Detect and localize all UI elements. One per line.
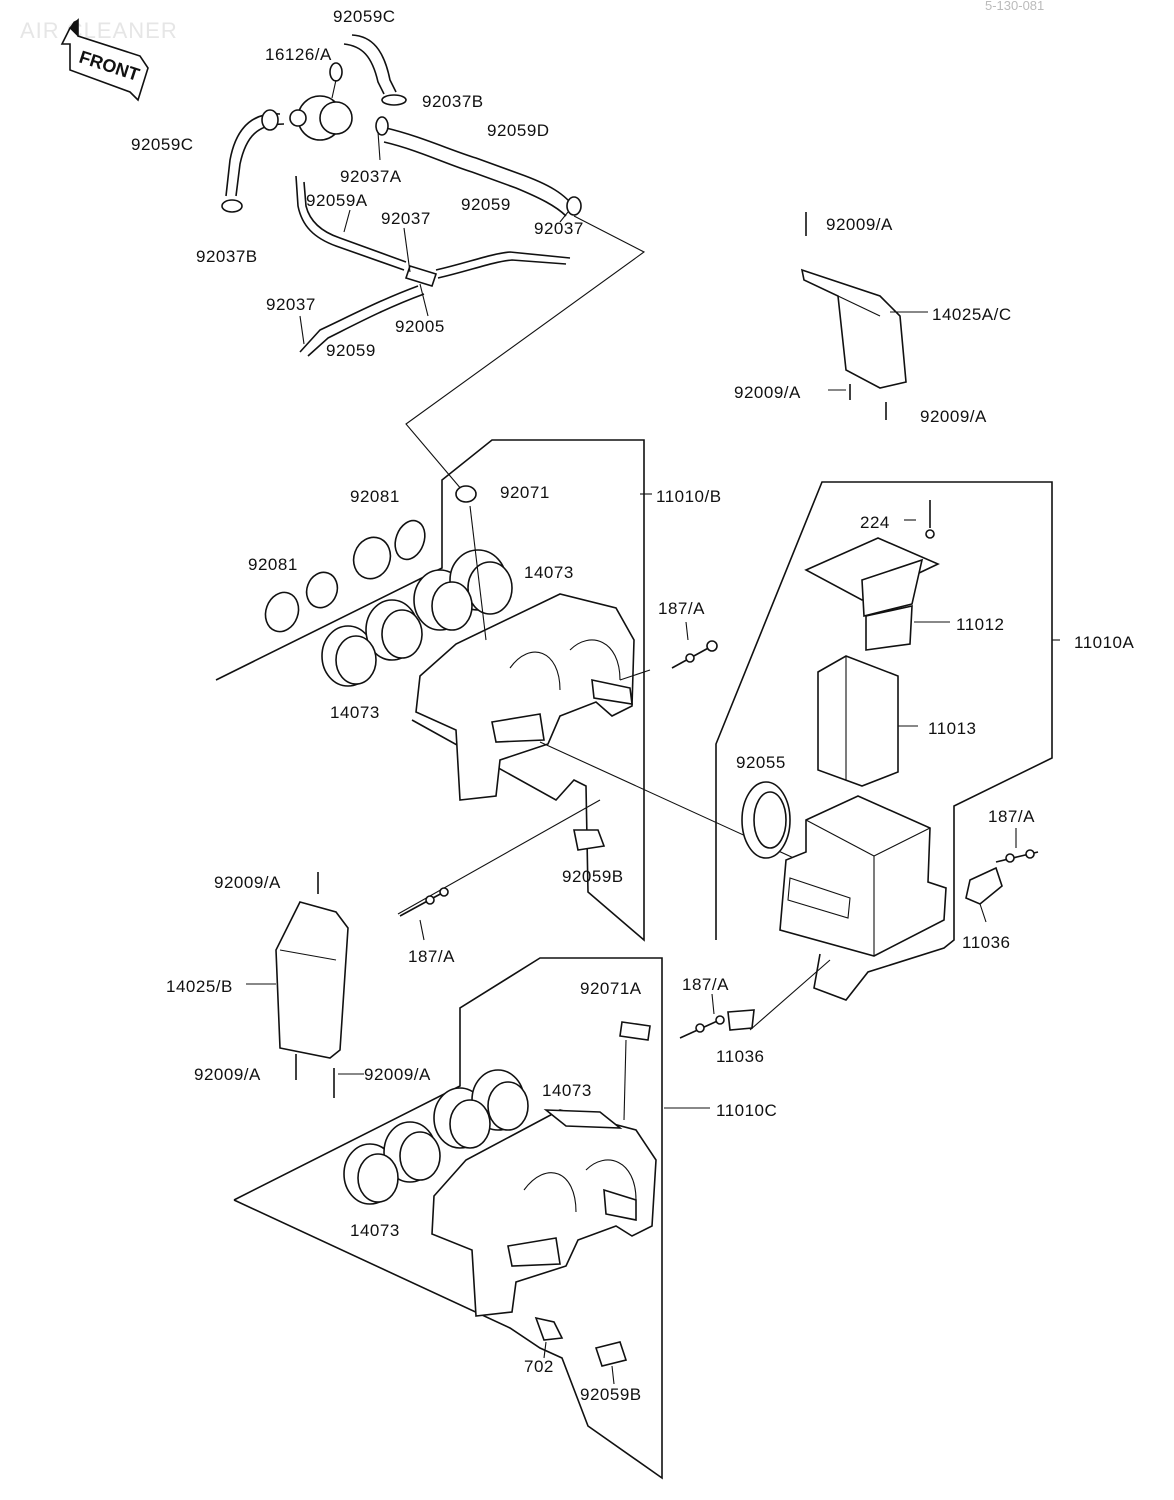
frame-code: 5-130-081: [985, 0, 1044, 13]
label-92009a-5: 92009/A: [194, 1065, 261, 1084]
label-11012: 11012: [956, 615, 1005, 634]
label-14025b: 14025/B: [166, 977, 233, 996]
label-92037-mid: 92037: [381, 209, 431, 228]
label-14073-c: 14073: [542, 1081, 592, 1100]
label-92081-b: 92081: [248, 555, 298, 574]
label-187a-d: 187/A: [682, 975, 729, 994]
label-224: 224: [860, 513, 890, 532]
label-92081-a: 92081: [350, 487, 400, 506]
label-92009a-4: 92009/A: [214, 873, 281, 892]
label-92059d: 92059D: [487, 121, 550, 140]
manifold-11010c: [233, 957, 755, 1480]
label-92009a-3: 92009/A: [920, 407, 987, 426]
label-14073-b: 14073: [330, 703, 380, 722]
label-92009a-2: 92009/A: [734, 383, 801, 402]
label-14073-d: 14073: [350, 1221, 400, 1240]
label-14073-a: 14073: [524, 563, 574, 582]
label-187a-c: 187/A: [408, 947, 455, 966]
label-92009a-1: 92009/A: [826, 215, 893, 234]
label-92059c-left: 92059C: [131, 135, 194, 154]
label-92059-low: 92059: [326, 341, 376, 360]
cover-14025b: [246, 872, 349, 1098]
label-92037-right: 92037: [534, 219, 584, 238]
cover-14025ac: [800, 212, 928, 420]
label-11010a: 11010A: [1074, 633, 1135, 652]
label-702: 702: [524, 1357, 554, 1376]
label-11036-a: 11036: [962, 933, 1011, 952]
label-16126a: 16126/A: [265, 45, 332, 64]
label-14025ac: 14025A/C: [932, 305, 1012, 324]
label-92071: 92071: [500, 483, 550, 502]
label-11036-b: 11036: [716, 1047, 765, 1066]
front-arrow-icon: FRONT: [60, 18, 149, 102]
label-92055: 92055: [736, 753, 786, 772]
label-92059-mid: 92059: [461, 195, 511, 214]
manifold-11010b: [215, 439, 821, 942]
label-92037b-left: 92037B: [196, 247, 258, 266]
label-92071a: 92071A: [580, 979, 642, 998]
label-92059b-b: 92059B: [580, 1385, 642, 1404]
label-92037b-top: 92037B: [422, 92, 484, 111]
label-92005: 92005: [395, 317, 445, 336]
label-11013: 11013: [928, 719, 977, 738]
label-11010c: 11010C: [716, 1101, 777, 1120]
label-92037a: 92037A: [340, 167, 402, 186]
label-92037-low: 92037: [266, 295, 316, 314]
label-92059c-top: 92059C: [333, 7, 396, 26]
label-187a-b: 187/A: [988, 807, 1035, 826]
label-92009a-6: 92009/A: [364, 1065, 431, 1084]
airbox-11010a: [715, 481, 1060, 1031]
part-labels: 92059C 16126/A 92037B 92059C 92059D 9203…: [131, 7, 1135, 1404]
label-92059a: 92059A: [306, 191, 368, 210]
diagram-title: AIR CLEANER: [20, 18, 178, 43]
label-187a-a: 187/A: [658, 599, 705, 618]
label-92059b-a: 92059B: [562, 867, 624, 886]
label-11010b: 11010/B: [656, 487, 722, 506]
vacuum-hose-assembly: [221, 34, 646, 491]
